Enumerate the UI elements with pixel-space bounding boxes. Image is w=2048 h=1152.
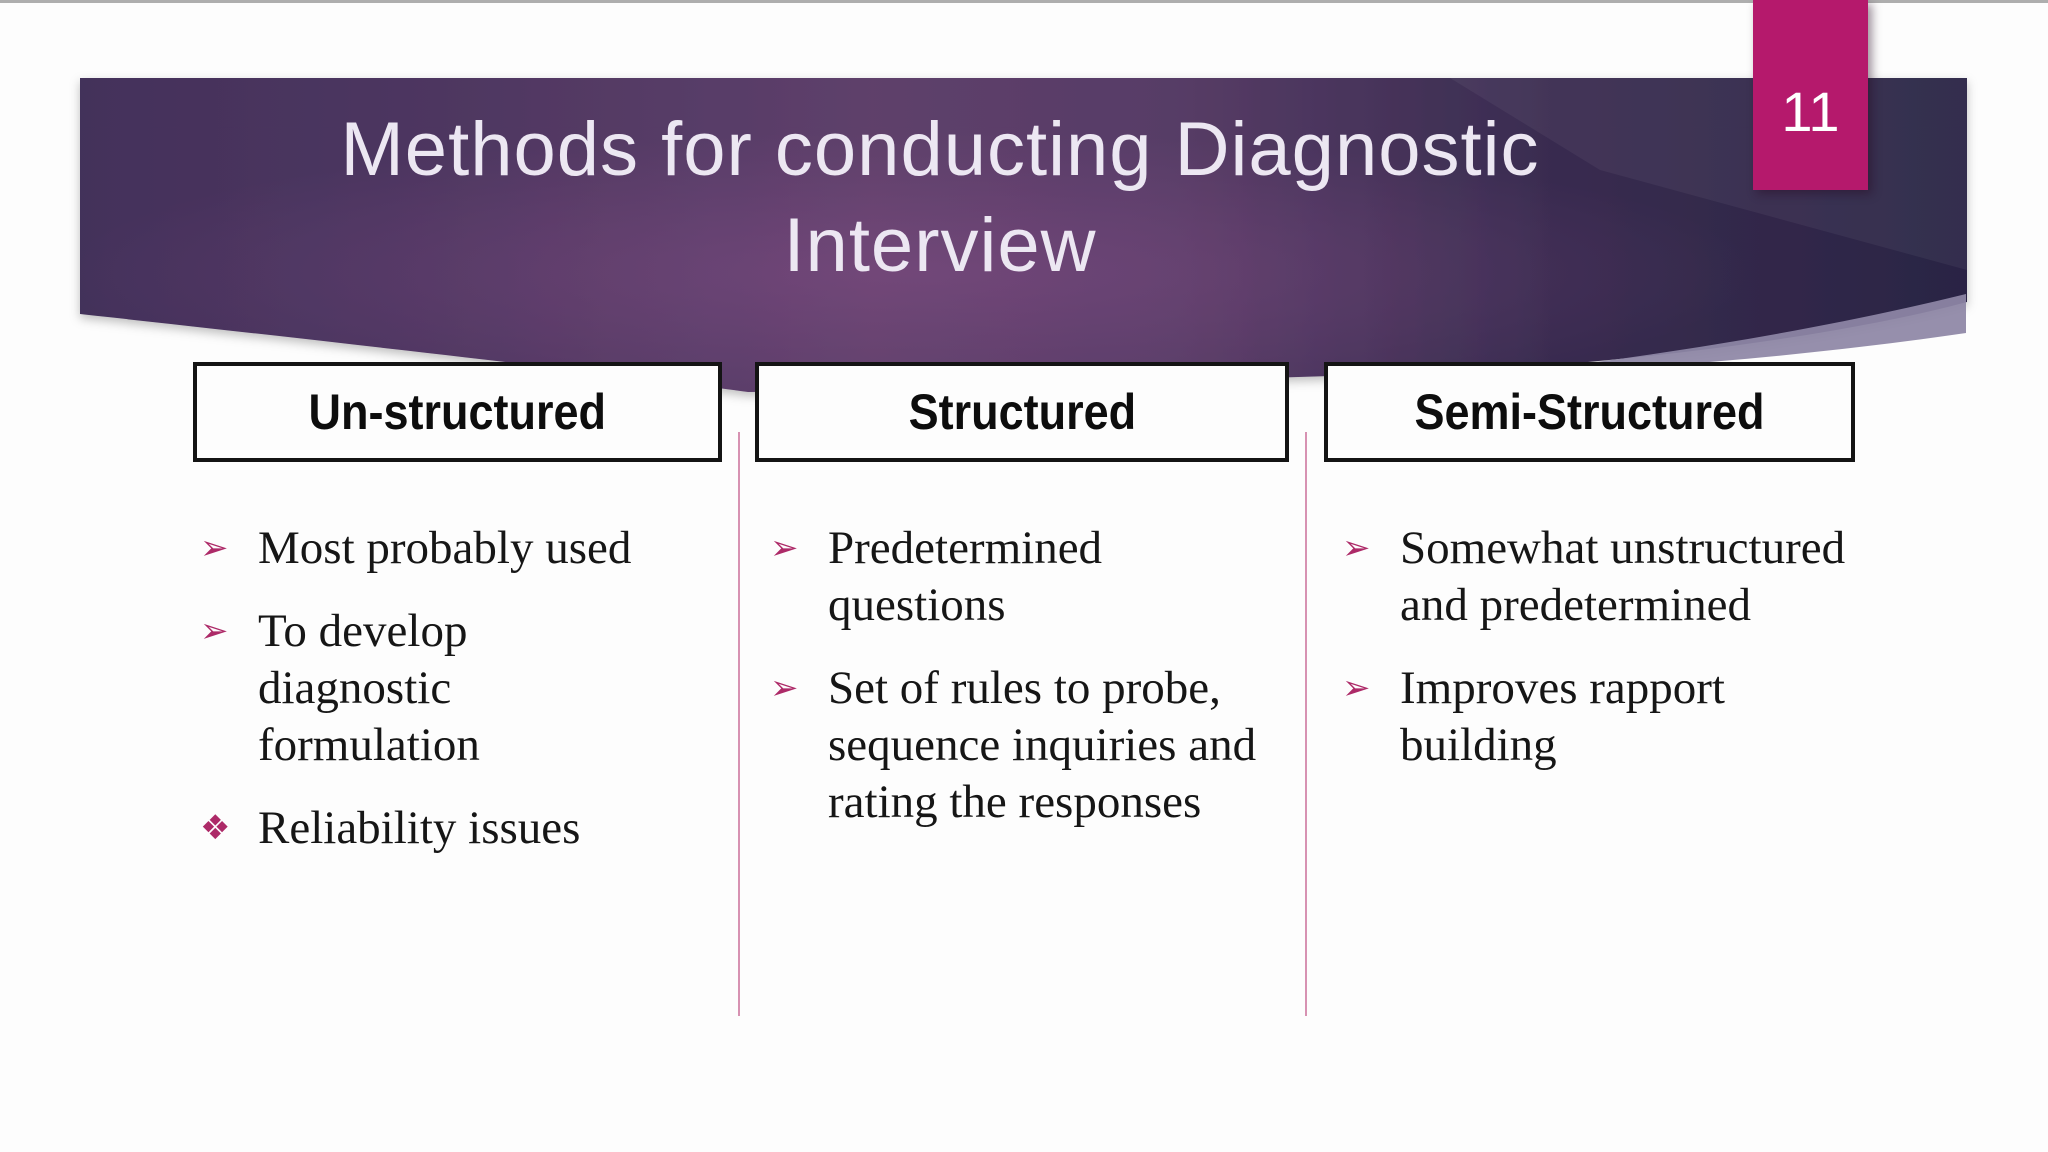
column-header-unstructured: Un-structured [193,362,722,462]
diamond-bullet-icon: ❖ [200,808,231,848]
bullet-text: Set of rules to probe, sequence inquirie… [828,662,1257,828]
list-item: ➢ Most probably used [200,520,658,577]
bullet-list-unstructured: ➢ Most probably used ➢ To develop diagno… [200,520,658,883]
page-number-badge: 11 [1753,0,1868,190]
bullet-text: Most probably used [258,522,632,574]
column-header-label: Semi-Structured [1414,384,1765,440]
arrow-bullet-icon: ➢ [200,528,229,568]
list-item: ➢ Set of rules to probe, sequence inquir… [770,660,1270,831]
arrow-bullet-icon: ➢ [1342,528,1371,568]
bullet-text: Somewhat unstructured and predetermined [1400,522,1846,631]
bullet-text: To develop diagnostic formulation [258,605,480,771]
list-item: ➢ To develop diagnostic formulation [200,603,658,774]
slide-title: Methods for conducting Diagnostic Interv… [80,102,1800,294]
list-item: ➢ Improves rapport building [1342,660,1862,774]
column-header-semi-structured: Semi-Structured [1324,362,1855,462]
column-header-label: Un-structured [308,384,607,440]
list-item: ➢ Predetermined questions [770,520,1270,634]
lavender-wave-shape [1502,294,1966,374]
bullet-text: Reliability issues [258,802,581,854]
bullet-text: Improves rapport building [1400,662,1725,771]
bullet-list-structured: ➢ Predetermined questions ➢ Set of rules… [770,520,1270,857]
column-header-label: Structured [908,384,1136,440]
bullet-text: Predetermined questions [828,522,1103,631]
arrow-bullet-icon: ➢ [1342,668,1371,708]
slide-title-line-1: Methods for conducting Diagnostic [340,107,1540,192]
header-band-glow [80,78,1967,392]
list-item: ➢ Somewhat unstructured and predetermine… [1342,520,1862,634]
slide-title-line-2: Interview [783,203,1097,288]
column-divider-line-2 [1305,432,1307,1016]
column-divider-line-1 [738,432,740,1016]
arrow-bullet-icon: ➢ [200,611,229,651]
arrow-bullet-icon: ➢ [770,528,799,568]
column-header-structured: Structured [755,362,1289,462]
page-number: 11 [1781,80,1840,143]
list-item: ❖ Reliability issues [200,800,658,857]
bullet-list-semi-structured: ➢ Somewhat unstructured and predetermine… [1342,520,1862,800]
arrow-bullet-icon: ➢ [770,668,799,708]
top-border-line [0,0,2048,3]
